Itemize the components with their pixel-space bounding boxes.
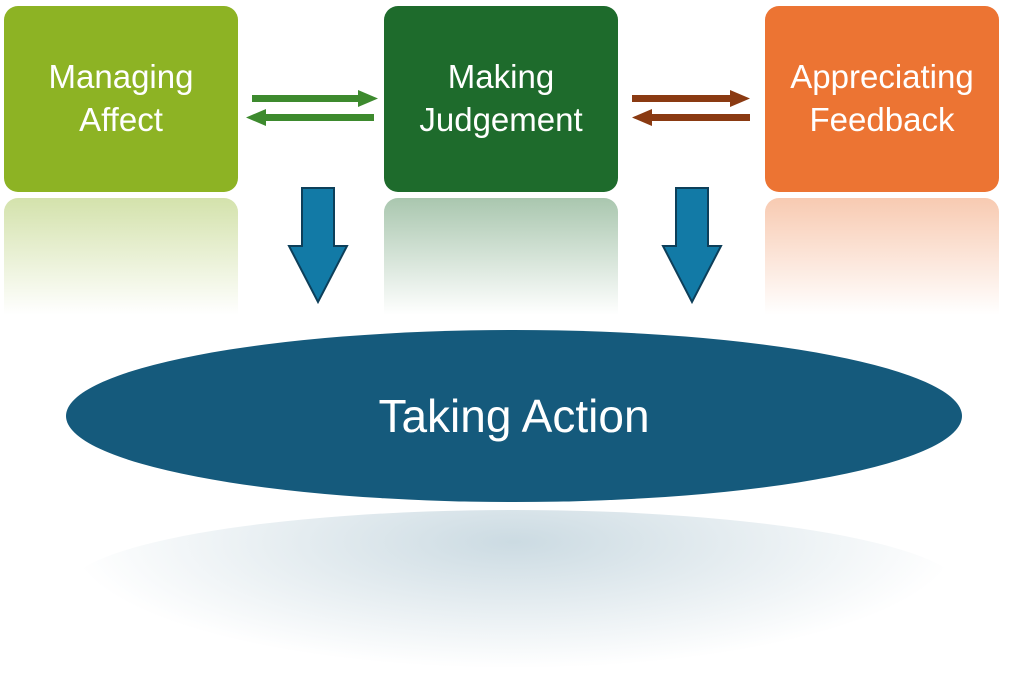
down-arrow-right	[661, 187, 723, 305]
managing-affect-reflection	[4, 198, 238, 378]
managing-affect-box: Managing Affect	[4, 6, 238, 192]
brown-double-arrow	[632, 90, 750, 126]
taking-action-ellipse	[66, 330, 962, 502]
appreciating-feedback-box: Appreciating Feedback	[765, 6, 999, 192]
appreciating-feedback-reflection	[765, 198, 999, 378]
green-double-arrow	[246, 90, 378, 126]
making-judgement-line2: Judgement	[419, 101, 583, 138]
appreciating-feedback-line2: Feedback	[809, 101, 955, 138]
appreciating-feedback-line1: Appreciating	[790, 58, 974, 96]
taking-action-reflection	[66, 510, 962, 670]
making-judgement-box: Making Judgement	[384, 6, 618, 192]
making-judgement-line1: Making	[447, 58, 555, 96]
managing-affect-line2: Affect	[79, 101, 163, 138]
managing-affect-line1: Managing	[48, 58, 194, 96]
taking-action-label: Taking Action	[378, 390, 650, 442]
down-arrow-left	[287, 187, 349, 305]
